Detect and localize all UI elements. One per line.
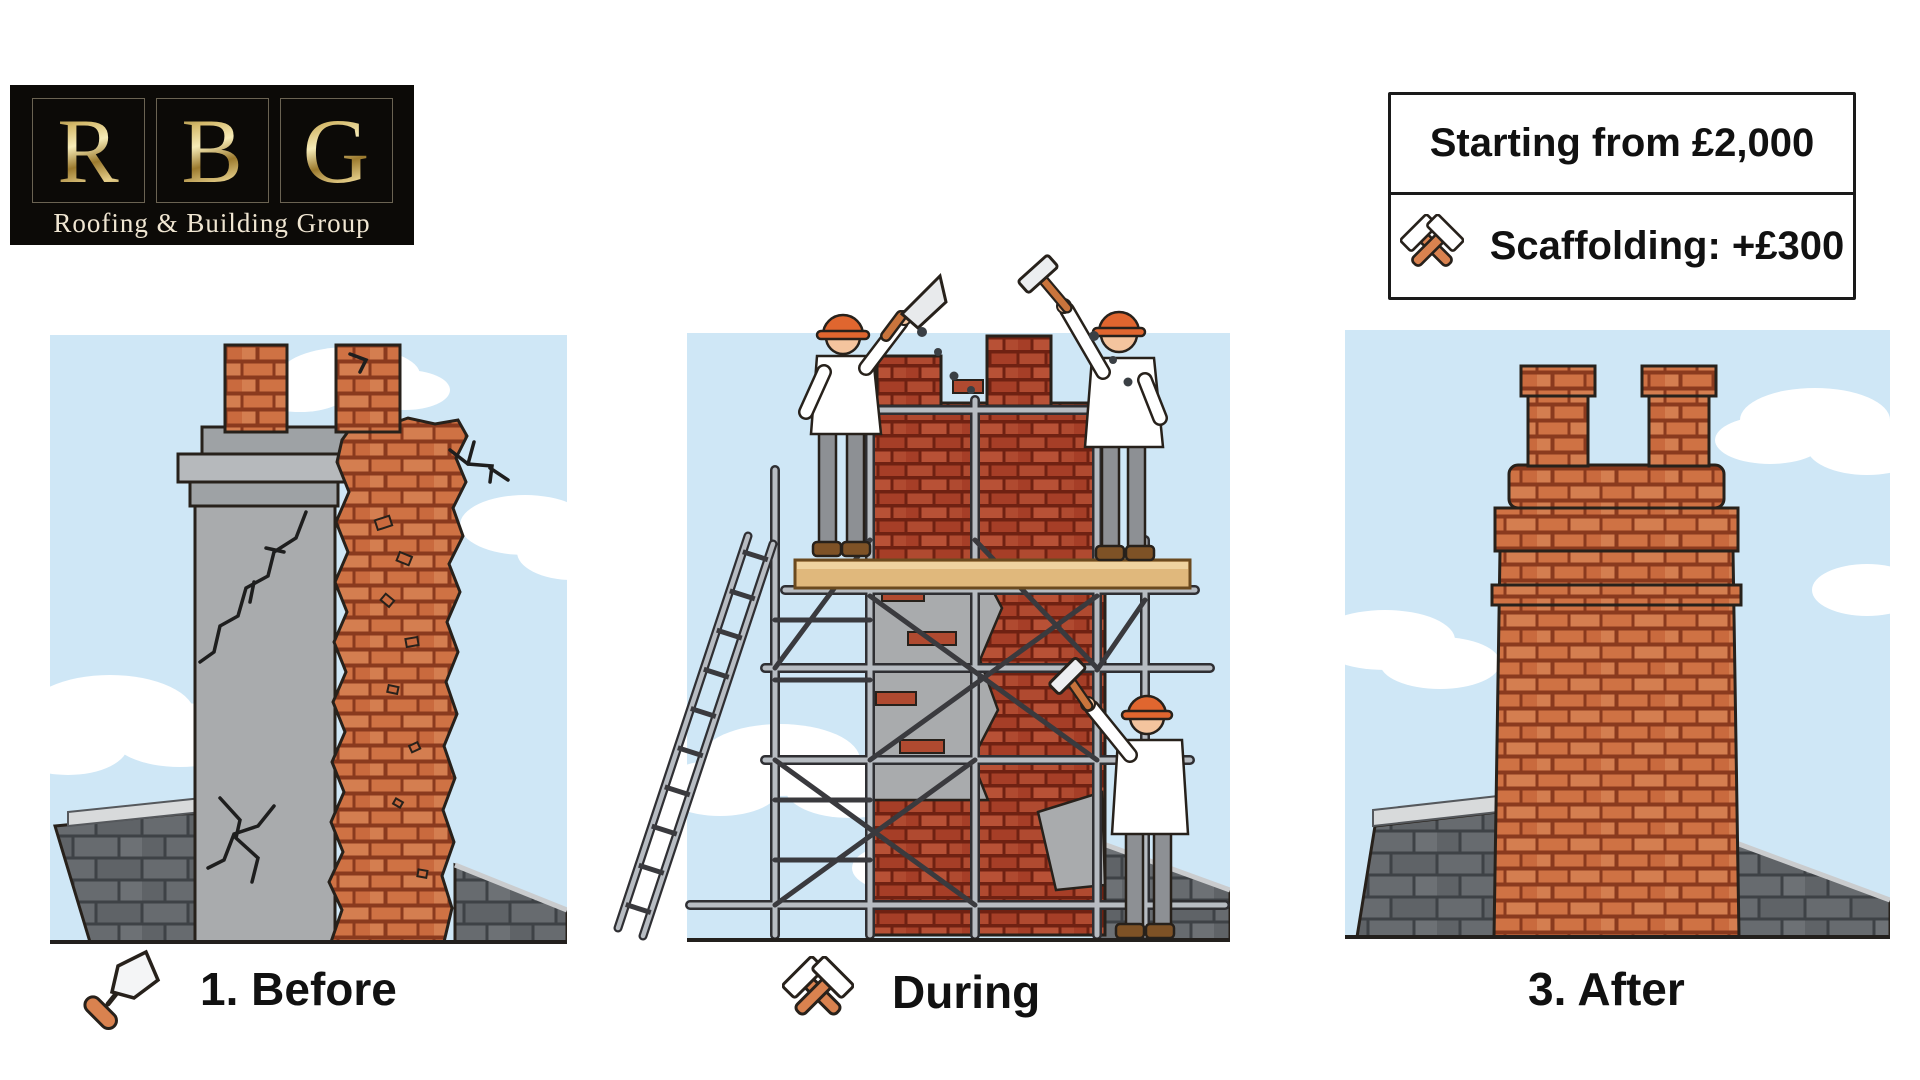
company-logo: R B G Roofing & Building Group xyxy=(10,85,414,245)
worker-with-hammer-bottom xyxy=(1048,656,1190,940)
caption-after: 3. After xyxy=(1528,962,1685,1016)
logo-subtitle: Roofing & Building Group xyxy=(53,208,371,238)
logo-letterbox: B xyxy=(155,98,269,203)
panel-before-illustration xyxy=(50,330,567,945)
render-patch xyxy=(1036,790,1107,892)
ladder xyxy=(613,531,778,941)
cross-braces xyxy=(772,537,1148,908)
price-row-scaffolding: Scaffolding: +£300 xyxy=(1391,195,1853,297)
wooden-plank xyxy=(793,558,1192,590)
chimney-pot xyxy=(1526,394,1590,468)
cracks xyxy=(198,352,510,884)
mortar-debris xyxy=(917,327,1133,394)
logo-letter-r: R xyxy=(57,99,119,202)
panel-during-illustration xyxy=(570,240,1250,945)
panel-after-illustration xyxy=(1345,325,1890,940)
caption-before: 1. Before xyxy=(78,946,397,1032)
rebuilt-chimney xyxy=(1490,364,1743,937)
roof-left xyxy=(53,796,204,942)
falling-brick-fragments xyxy=(373,514,429,879)
caption-after-text: 3. After xyxy=(1528,963,1685,1015)
hammer xyxy=(1048,656,1094,712)
hammer xyxy=(1017,254,1073,314)
damaged-chimney xyxy=(176,343,469,942)
chimney-under-construction xyxy=(868,334,1107,937)
roof-right xyxy=(453,862,567,942)
crossed-hammers-icon xyxy=(782,956,854,1028)
worker-with-hammer-top xyxy=(1017,254,1168,562)
crossed-hammers-icon xyxy=(1399,214,1464,278)
scaffolding-price-text: Scaffolding: +£300 xyxy=(1489,223,1845,268)
caption-during: During xyxy=(782,956,1040,1028)
price-row-starting: Starting from £2,000 xyxy=(1391,95,1853,195)
caption-during-text: During xyxy=(892,966,1041,1018)
caption-before-text: 1. Before xyxy=(200,963,397,1015)
roof-left xyxy=(1355,793,1509,937)
exposed-brick xyxy=(327,416,469,942)
chimney-pot xyxy=(223,343,289,434)
logo-letterbox: R xyxy=(31,98,145,203)
starting-price-text: Starting from £2,000 xyxy=(1429,121,1815,165)
price-box: Starting from £2,000 Scaffolding: +£300 xyxy=(1388,92,1856,300)
trowel-icon xyxy=(78,946,164,1032)
logo-letters: R B G xyxy=(31,98,393,203)
logo-letter-b: B xyxy=(181,99,243,202)
logo-letterbox: G xyxy=(279,98,393,203)
logo-letter-g: G xyxy=(302,99,370,202)
trowel xyxy=(880,273,948,342)
chimney-pot xyxy=(334,343,402,434)
worker-with-trowel xyxy=(798,273,948,558)
chimney-pot xyxy=(1647,394,1711,468)
